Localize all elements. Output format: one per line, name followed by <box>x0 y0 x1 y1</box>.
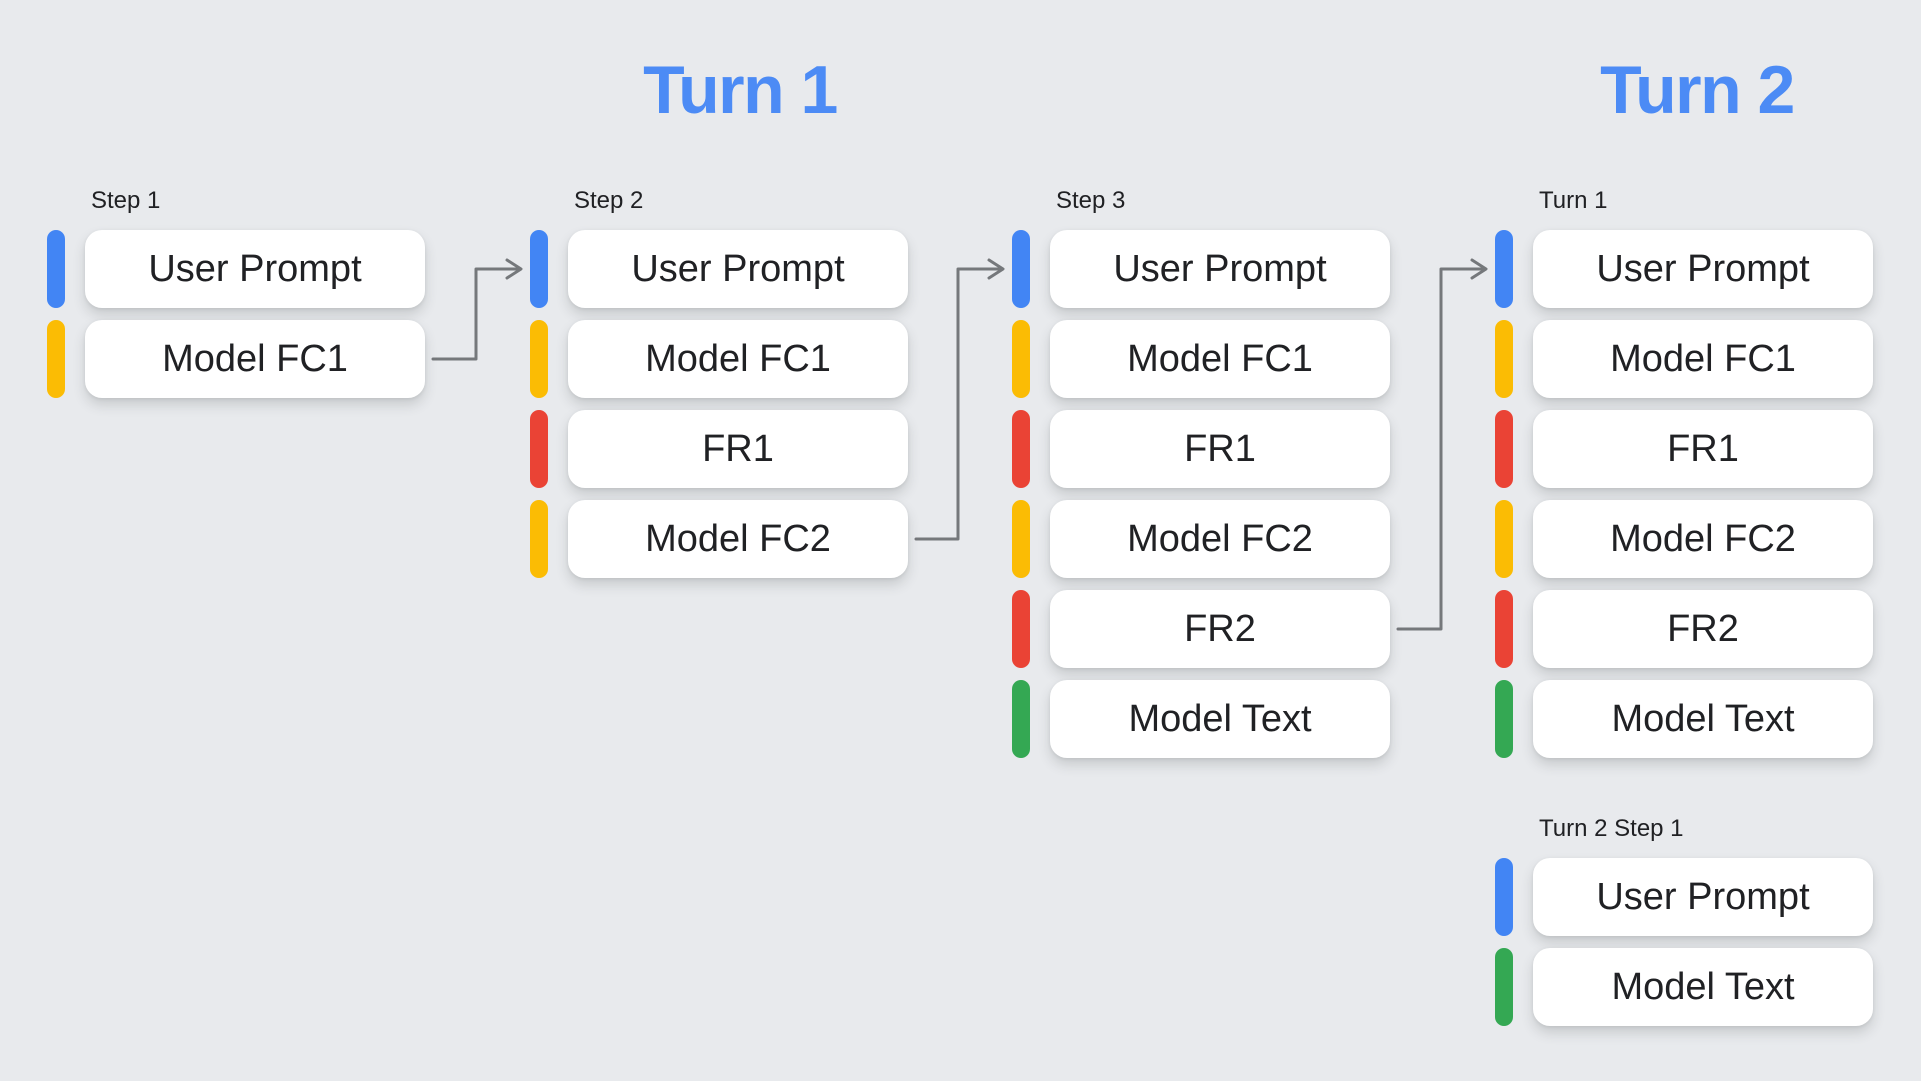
function-response-bar <box>1495 590 1513 668</box>
arrow-step-3-fr2-to-turn-1-user-prompt <box>1396 258 1488 631</box>
function-response-bar <box>530 410 548 488</box>
model-function-call-bar <box>1012 500 1030 578</box>
model-text-bar <box>1495 948 1513 1026</box>
box-fr2: FR2 <box>1050 590 1390 668</box>
box-user-prompt: User Prompt <box>85 230 425 308</box>
arrow-step-1-model-fc1-to-step-2-user-prompt <box>431 258 523 361</box>
row-model-fc2: Model FC2 <box>1012 500 1390 578</box>
box-user-prompt: User Prompt <box>568 230 908 308</box>
box-user-prompt: User Prompt <box>1050 230 1390 308</box>
box-model-fc1: Model FC1 <box>1050 320 1390 398</box>
arrowhead-icon <box>1470 258 1488 280</box>
row-user-prompt: User Prompt <box>1495 858 1873 936</box>
box-model-text: Model Text <box>1050 680 1390 758</box>
box-model-fc2: Model FC2 <box>1533 500 1873 578</box>
row-fr2: FR2 <box>1012 590 1390 668</box>
box-model-fc1: Model FC1 <box>1533 320 1873 398</box>
box-fr1: FR1 <box>1050 410 1390 488</box>
row-user-prompt: User Prompt <box>530 230 908 308</box>
user-prompt-bar <box>47 230 65 308</box>
column-label: Turn 2 Step 1 <box>1539 815 1684 842</box>
box-model-text: Model Text <box>1533 680 1873 758</box>
row-model-fc2: Model FC2 <box>1495 500 1873 578</box>
row-model-text: Model Text <box>1495 680 1873 758</box>
row-user-prompt: User Prompt <box>1012 230 1390 308</box>
model-function-call-bar <box>1495 500 1513 578</box>
column-label: Step 1 <box>91 187 161 214</box>
box-model-fc2: Model FC2 <box>1050 500 1390 578</box>
model-function-call-bar <box>1495 320 1513 398</box>
turn-1-heading: Turn 1 <box>643 52 838 128</box>
column-label: Turn 1 <box>1539 187 1608 214</box>
model-function-call-bar <box>530 500 548 578</box>
user-prompt-bar <box>1012 230 1030 308</box>
box-fr1: FR1 <box>1533 410 1873 488</box>
row-fr2: FR2 <box>1495 590 1873 668</box>
user-prompt-bar <box>1495 858 1513 936</box>
function-response-bar <box>1495 410 1513 488</box>
row-user-prompt: User Prompt <box>1495 230 1873 308</box>
model-text-bar <box>1012 680 1030 758</box>
box-model-fc1: Model FC1 <box>568 320 908 398</box>
model-function-call-bar <box>530 320 548 398</box>
box-user-prompt: User Prompt <box>1533 858 1873 936</box>
row-fr1: FR1 <box>530 410 908 488</box>
arrow-step-2-model-fc2-to-step-3-user-prompt <box>914 258 1005 541</box>
column-label: Step 2 <box>574 187 644 214</box>
row-model-text: Model Text <box>1495 948 1873 1026</box>
column-label: Step 3 <box>1056 187 1126 214</box>
function-response-bar <box>1012 590 1030 668</box>
model-function-call-bar <box>47 320 65 398</box>
row-user-prompt: User Prompt <box>47 230 425 308</box>
row-model-fc2: Model FC2 <box>530 500 908 578</box>
row-model-fc1: Model FC1 <box>47 320 425 398</box>
box-user-prompt: User Prompt <box>1533 230 1873 308</box>
user-prompt-bar <box>1495 230 1513 308</box>
row-fr1: FR1 <box>1012 410 1390 488</box>
box-fr1: FR1 <box>568 410 908 488</box>
turn-2-heading: Turn 2 <box>1600 52 1795 128</box>
user-prompt-bar <box>530 230 548 308</box>
box-model-fc1: Model FC1 <box>85 320 425 398</box>
row-fr1: FR1 <box>1495 410 1873 488</box>
row-model-fc1: Model FC1 <box>530 320 908 398</box>
box-model-text: Model Text <box>1533 948 1873 1026</box>
arrowhead-icon <box>505 258 523 280</box>
row-model-fc1: Model FC1 <box>1495 320 1873 398</box>
model-function-call-bar <box>1012 320 1030 398</box>
row-model-text: Model Text <box>1012 680 1390 758</box>
box-fr2: FR2 <box>1533 590 1873 668</box>
arrowhead-icon <box>987 258 1005 280</box>
model-text-bar <box>1495 680 1513 758</box>
box-model-fc2: Model FC2 <box>568 500 908 578</box>
function-response-bar <box>1012 410 1030 488</box>
row-model-fc1: Model FC1 <box>1012 320 1390 398</box>
